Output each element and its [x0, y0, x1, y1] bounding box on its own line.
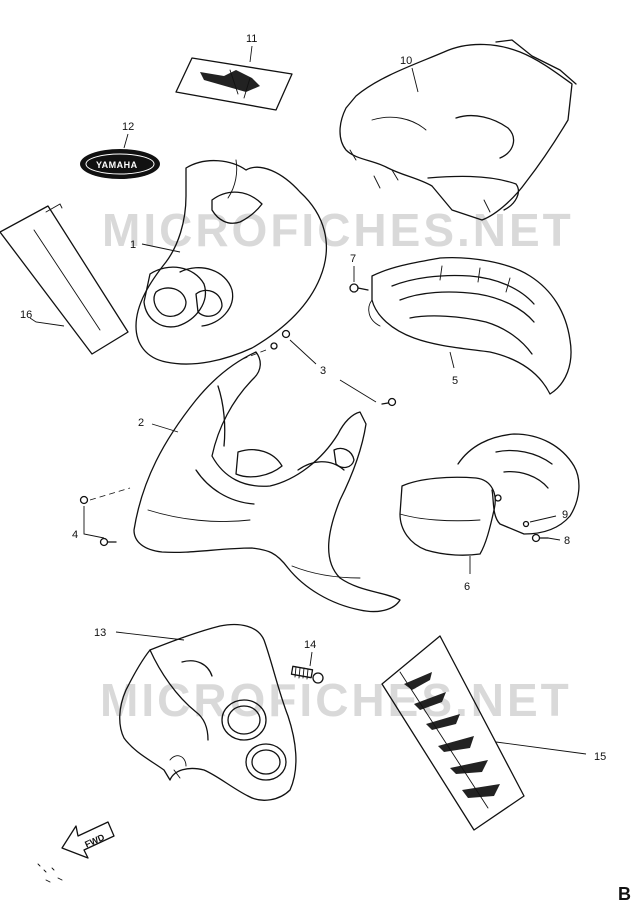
callout-10: 10: [400, 55, 412, 67]
callout-5: 5: [452, 375, 458, 387]
watermark-bottom: MICROFICHES.NET: [100, 674, 572, 726]
fwd-label: FWD: [83, 832, 106, 850]
callout-14: 14: [304, 639, 316, 651]
callout-15: 15: [594, 751, 606, 763]
leader-11: [249, 45, 253, 63]
part-5-inner-cover: [368, 256, 572, 395]
watermark-top: MICROFICHES.NET: [102, 204, 574, 256]
scan-specks: [37, 863, 63, 883]
part-10-inner-panel: [339, 39, 577, 221]
callout-6: 6: [464, 581, 470, 593]
callout-9: 9: [562, 509, 568, 521]
part-9-washer: [522, 520, 530, 528]
callout-3: 3: [320, 365, 326, 377]
part-1-front-cover: [135, 159, 327, 365]
leader-13: [115, 631, 185, 641]
part-7-screw: [349, 283, 369, 293]
fwd-arrow-icon: FWD: [61, 821, 115, 859]
callout-8: 8: [564, 535, 570, 547]
part-8-screw: [531, 533, 549, 543]
leader-9: [529, 515, 557, 523]
part-12-emblem: YAMAHA: [80, 149, 160, 179]
part-2-front-panel: [133, 351, 401, 613]
callout-7: 7: [350, 253, 356, 265]
part-16-strip: [0, 203, 129, 355]
callout-13: 13: [94, 627, 106, 639]
leader-15: [495, 741, 587, 755]
leader-12: [123, 133, 129, 149]
callout-4: 4: [72, 529, 78, 541]
leader-3: [289, 339, 377, 403]
part-14-bolt: [290, 665, 324, 684]
callout-11: 11: [246, 33, 257, 45]
part-11-decal: [175, 57, 293, 111]
part-3-screws: [270, 329, 397, 407]
leader-14: [309, 651, 313, 667]
leader-8: [547, 537, 561, 541]
part-15-strip: [381, 635, 525, 831]
part-4-screws: [79, 495, 117, 547]
corner-mark: B: [618, 884, 631, 900]
part-13-headlight-cover: [119, 623, 297, 801]
callout-16: 16: [20, 309, 32, 321]
leader-2: [151, 423, 179, 433]
leader-1: [141, 243, 181, 253]
part-6-side-cover: [399, 433, 580, 556]
leader-10: [411, 67, 419, 93]
part-4-guide: [89, 487, 131, 501]
leader-16: [29, 317, 65, 327]
callout-12: 12: [122, 121, 134, 133]
callout-1: 1: [130, 239, 136, 251]
callout-2: 2: [138, 417, 144, 429]
leader-5: [449, 351, 455, 369]
emblem-text: YAMAHA: [96, 160, 138, 170]
leader-4: [83, 506, 105, 539]
